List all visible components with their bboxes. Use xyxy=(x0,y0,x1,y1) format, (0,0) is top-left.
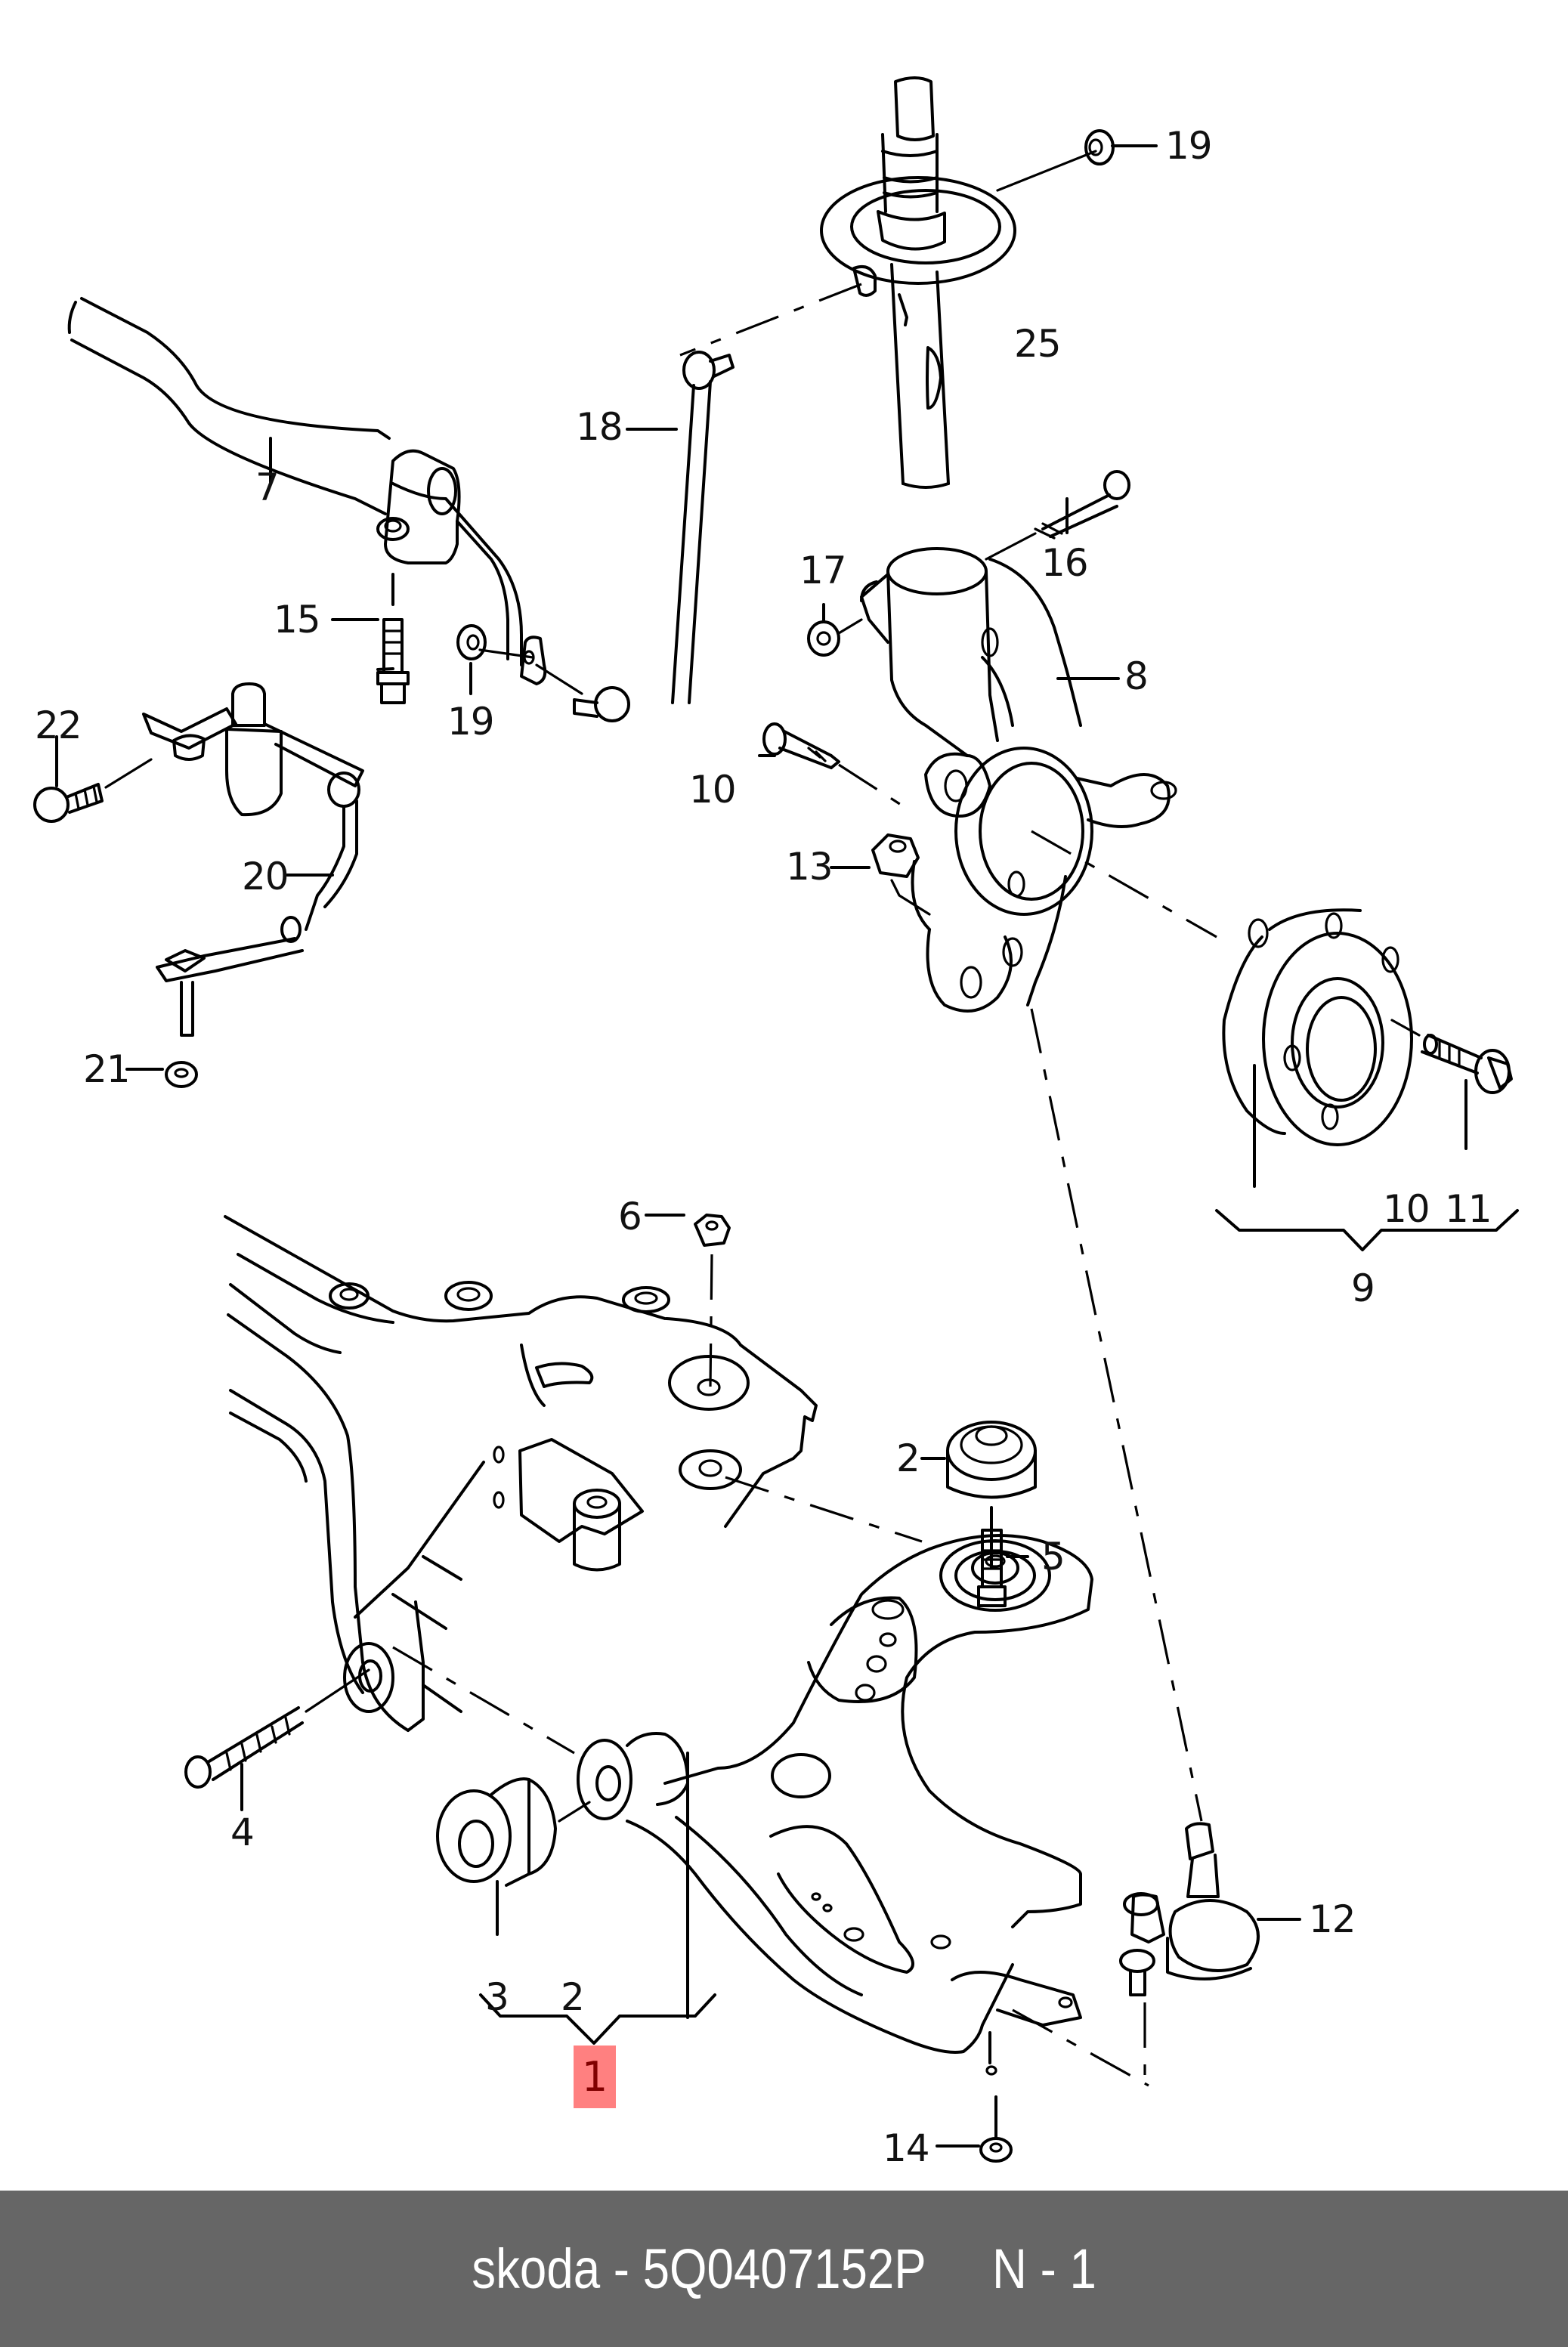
callout-5: 5 xyxy=(1041,1535,1065,1579)
nut-13 xyxy=(830,833,931,916)
callout-9: 9 xyxy=(1351,1266,1375,1310)
callout-4: 4 xyxy=(230,1810,255,1854)
nut-21 xyxy=(125,1061,198,1088)
callout-14: 14 xyxy=(883,2126,930,2170)
nut-14 xyxy=(936,2095,1013,2163)
bushing-3 xyxy=(436,1777,591,1936)
control-arm xyxy=(577,1534,1149,2087)
stabilizer-bar xyxy=(67,297,523,666)
callout-6: 6 xyxy=(618,1195,642,1238)
bracket-1 xyxy=(479,1993,716,2045)
callout-2-bottom: 2 xyxy=(561,1975,585,2019)
callout-10-hub: 10 xyxy=(1383,1187,1430,1231)
strut-assembly xyxy=(820,76,1016,489)
bolt-15 xyxy=(331,618,410,704)
ball-joint xyxy=(1030,1008,1301,2086)
bracket-9 xyxy=(1215,1209,1519,1251)
parts-diagram: 19 25 18 7 17 16 15 19 8 22 10 13 20 21 … xyxy=(33,76,1519,2170)
bolt-5 xyxy=(977,1517,1029,1607)
callout-3: 3 xyxy=(485,1975,509,2019)
bolt-22 xyxy=(33,735,153,823)
callout-25: 25 xyxy=(1014,322,1062,366)
level-sensor xyxy=(142,682,364,1037)
footer-bar: skoda - 5Q0407152P N - 1 xyxy=(0,2191,1568,2347)
part-caption: skoda - 5Q0407152P N - 1 xyxy=(472,2237,1096,2300)
nut-17 xyxy=(807,603,863,657)
callout-17: 17 xyxy=(799,549,847,592)
bolt-10-knuckle xyxy=(758,722,908,810)
bushing-2-top xyxy=(920,1421,1037,1535)
bolt-4 xyxy=(184,1668,370,1811)
callout-16: 16 xyxy=(1041,541,1089,585)
callout-19-mid: 19 xyxy=(447,700,495,744)
callout-18: 18 xyxy=(576,405,623,449)
wheel-hub xyxy=(1222,908,1413,1188)
diagram-drawing xyxy=(33,76,1519,2163)
callout-12: 12 xyxy=(1309,1897,1356,1941)
nut-6 xyxy=(645,1214,731,1387)
callout-22: 22 xyxy=(35,703,82,747)
callout-7: 7 xyxy=(255,465,280,509)
callout-8: 8 xyxy=(1124,654,1149,698)
callout-13: 13 xyxy=(786,845,833,889)
callout-15: 15 xyxy=(274,598,321,642)
callout-19-top: 19 xyxy=(1165,124,1213,168)
nut-19-top xyxy=(996,129,1158,192)
stabilizer-link xyxy=(573,351,735,722)
callout-21: 21 xyxy=(83,1047,131,1091)
callout-20: 20 xyxy=(242,855,289,898)
nut-19-mid xyxy=(456,624,583,695)
highlighted-callout-1[interactable]: 1 xyxy=(574,2046,616,2108)
callout-10: 10 xyxy=(689,768,737,812)
bolt-16 xyxy=(985,470,1130,561)
bolt-11 xyxy=(1390,1019,1513,1150)
subframe xyxy=(224,1215,818,1732)
callout-2-top: 2 xyxy=(896,1436,920,1480)
callout-11: 11 xyxy=(1445,1187,1492,1231)
steering-knuckle xyxy=(860,547,1177,1013)
